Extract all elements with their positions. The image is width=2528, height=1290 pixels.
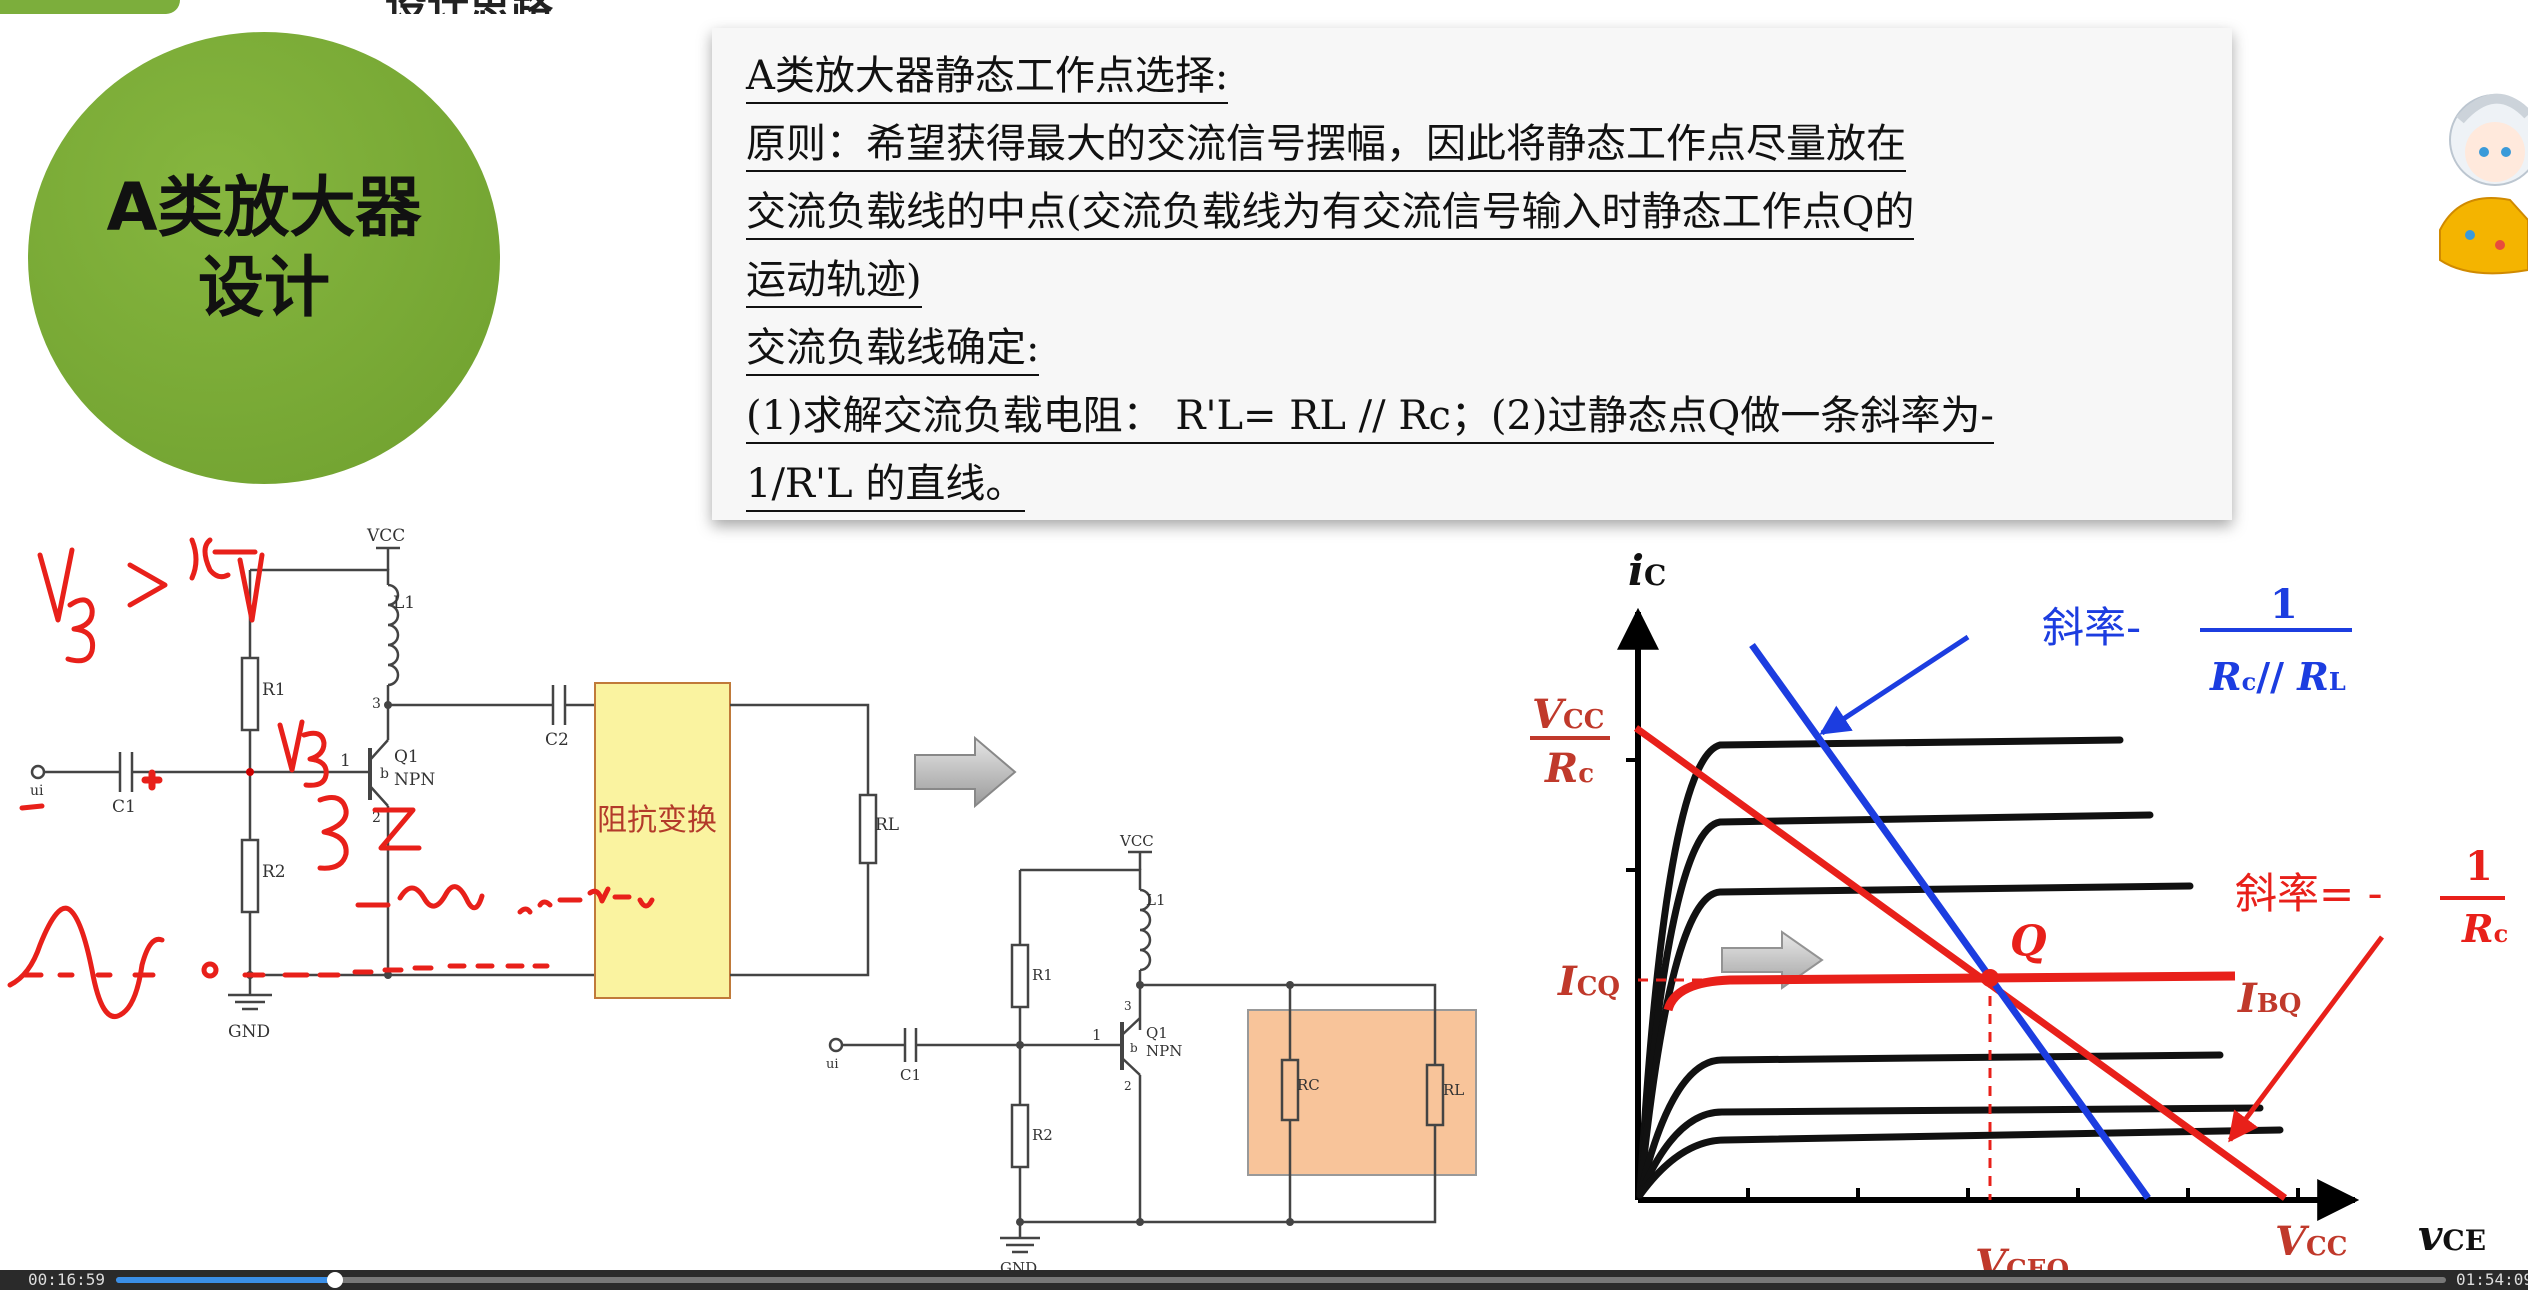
textbox-line-4: 运动轨迹) xyxy=(746,256,922,308)
textbox-line-1: A类放大器静态工作点选择: xyxy=(746,52,1229,104)
section-title-line2: 设计 xyxy=(198,249,330,326)
dc-load-line xyxy=(1633,725,2288,1201)
y-axis-label: iC xyxy=(1628,546,1666,595)
principle-textbox: A类放大器静态工作点选择: 原则：希望获得最大的交流信号摆幅，因此将静态工作点尽… xyxy=(712,28,2232,520)
ibq-label: IBQ xyxy=(2237,975,2301,1022)
red-slope-numerator: 1 xyxy=(2465,843,2493,890)
red-slope-denominator: Rc xyxy=(2461,906,2508,951)
c1-pinb-label: b xyxy=(380,766,389,782)
c2-r2-label: R2 xyxy=(1032,1126,1053,1144)
ac-load-line xyxy=(1749,642,2151,1201)
current-time: 00:16:59 xyxy=(28,1270,106,1289)
slope-captions: 斜率- 斜率= - xyxy=(2042,603,2383,918)
c2-c1-label: C1 xyxy=(900,1066,921,1084)
header-title-cut: 设计思路 xyxy=(385,0,553,14)
transform-arrow-icon xyxy=(914,735,1017,809)
axis-ticks xyxy=(1626,758,2300,1200)
blue-slope-denominator: Rc// RL xyxy=(2209,654,2346,699)
circuit-2 xyxy=(828,850,1477,1254)
handwritten-annotations xyxy=(7,537,655,1019)
q-point xyxy=(1981,969,1999,987)
c2-r1-label: R1 xyxy=(1032,966,1053,984)
top-banner-strip xyxy=(0,0,180,14)
red-slope-pointer xyxy=(2227,935,2385,1143)
ib-curves xyxy=(1636,736,2284,1199)
circuit-1-labels: VCC L1 R1 R2 C1 C2 ui Q1 NPN 1 2 3 b RL … xyxy=(30,526,899,1042)
c2-q1-label: Q1 xyxy=(1146,1024,1168,1042)
section-title: A类放大器 设计 xyxy=(28,168,500,328)
c1-pin1-label: 1 xyxy=(340,751,351,771)
c1-gnd-label: GND xyxy=(228,1022,270,1042)
c2-rl-label: RL xyxy=(1443,1081,1464,1099)
c2-rc-label: RC xyxy=(1297,1076,1320,1094)
textbox-line-7: 1/R'L 的直线。 xyxy=(746,460,1026,512)
c1-rl-label: RL xyxy=(875,815,899,835)
c1-ui-label: ui xyxy=(30,783,44,799)
c1-npn-label: NPN xyxy=(394,770,435,790)
blue-slope-numerator: 1 xyxy=(2270,581,2298,628)
c1-c2-label: C2 xyxy=(545,730,569,750)
c1-l1-label: L1 xyxy=(393,593,415,613)
c1-pin2-label: 2 xyxy=(372,810,381,826)
q-label: Q xyxy=(2010,916,2047,965)
c2-pinb-label: b xyxy=(1130,1041,1138,1055)
c2-ui-label: ui xyxy=(826,1057,839,1072)
c1-c1-label: C1 xyxy=(112,797,136,817)
progress-handle[interactable] xyxy=(327,1272,344,1288)
c2-vcc-label: VCC xyxy=(1119,832,1154,850)
c1-vcc-label: VCC xyxy=(366,526,405,546)
mascot-icon xyxy=(2439,93,2528,275)
c2-pin1-label: 1 xyxy=(1092,1026,1102,1044)
textbox-line-5: 交流负载线确定: xyxy=(746,324,1040,376)
textbox-line-2: 原则：希望获得最大的交流信号摆幅，因此将静态工作点尽量放在 xyxy=(746,120,1906,172)
c1-q1-label: Q1 xyxy=(394,747,419,767)
vcc-over-rc-numerator: VCC xyxy=(1532,691,1604,738)
blue-slope-pointer xyxy=(1819,634,1970,736)
progress-track[interactable] xyxy=(116,1277,2446,1283)
textbox-line-6: (1)求解交流负载电阻： R'L= RL // Rc；(2)过静态点Q做一条斜率… xyxy=(746,392,1994,444)
c1-r1-label: R1 xyxy=(262,680,286,700)
impedance-box-label: 阻抗变换 xyxy=(597,803,717,838)
c2-pin2-label: 2 xyxy=(1124,1079,1132,1093)
section-circle xyxy=(28,32,500,484)
c1-r2-label: R2 xyxy=(262,862,286,882)
c2-npn-label: NPN xyxy=(1146,1042,1182,1060)
circuit-1 xyxy=(30,546,878,1011)
graph-labels: iC vCE VCC Rc ICQ VCEQ VCC IBQ Q 1 Rc// … xyxy=(1532,546,2508,1288)
blue-slope-caption: 斜率- xyxy=(2042,603,2141,652)
c1-pin3-label: 3 xyxy=(372,696,381,712)
red-slope-caption: 斜率= - xyxy=(2235,869,2383,918)
vcc-over-rc-denominator: Rc xyxy=(1544,745,1594,792)
icq-label: ICQ xyxy=(1557,958,1620,1005)
total-time: 01:54:09 xyxy=(2456,1270,2528,1289)
c2-l1-label: L1 xyxy=(1146,891,1166,909)
progress-fill xyxy=(116,1277,336,1283)
c2-pin3-label: 3 xyxy=(1124,999,1132,1013)
section-title-line1: A类放大器 xyxy=(106,169,422,246)
textbox-line-3: 交流负载线的中点(交流负载线为有交流信号输入时静态工作点Q的 xyxy=(746,188,1915,240)
output-characteristics-graph xyxy=(1530,607,2505,1221)
vcc-x-label: VCC xyxy=(2275,1218,2347,1265)
shift-arrow-icon xyxy=(1721,930,1824,990)
x-axis-label: vCE xyxy=(2418,1211,2486,1260)
